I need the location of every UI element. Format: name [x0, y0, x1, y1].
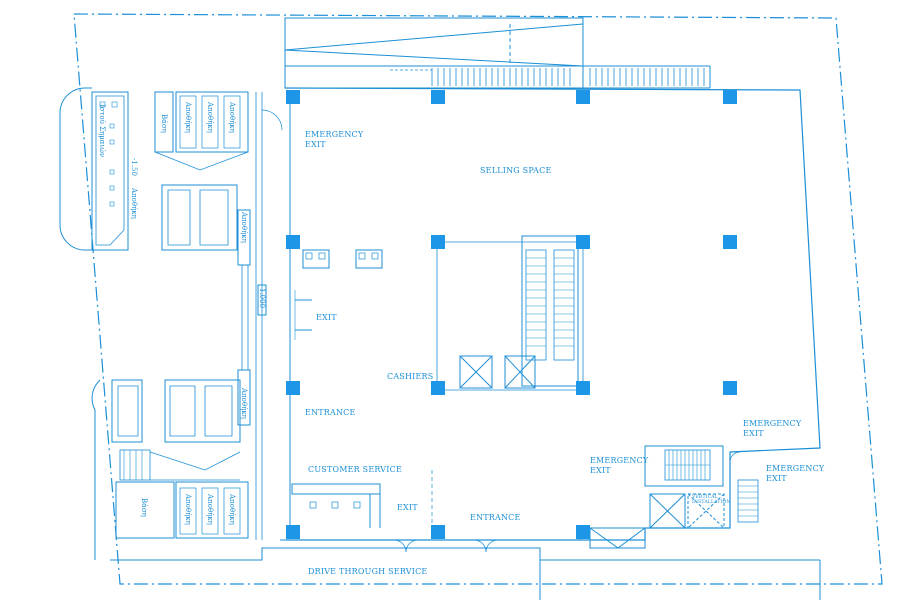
label-ramp-text: Ιστού Σημαιών [98, 104, 106, 158]
label-storage-1: Αποθήκη [184, 102, 192, 133]
label-storage-6: Αποθήκη [228, 494, 236, 525]
label-emergency-exit-right2: EMERGENCY EXIT [766, 464, 824, 484]
top-stairs [390, 68, 705, 86]
label-vertical-installation: VERTICAL INSTALLATION [692, 495, 731, 505]
label-entrance-bottom: ENTRANCE [470, 513, 521, 522]
label-storage-3: Αποθήκη [228, 102, 236, 133]
label-entrance-left: ENTRANCE [305, 408, 356, 417]
label-exit-bottom: EXIT [397, 503, 418, 512]
label-level: -1.50 [130, 158, 138, 176]
label-emergency-exit-right1: EMERGENCY EXIT [743, 419, 801, 439]
label-wc-bottom: Βάση [140, 498, 148, 517]
structural-column [576, 525, 590, 539]
label-wc-top: Βάση [160, 114, 168, 133]
door-swings [280, 539, 540, 553]
label-emergency-exit-mid-line2: EXIT [590, 466, 611, 475]
top-canopy [284, 17, 584, 89]
label-cashiers: CASHIERS [387, 372, 434, 381]
structural-column [286, 381, 300, 395]
label-storage-5: Αποθήκη [206, 494, 214, 525]
label-right-store-top: Αποθήκη [240, 212, 248, 243]
site-boundary [73, 13, 883, 585]
structural-column [431, 90, 445, 104]
structural-column [576, 90, 590, 104]
structural-column [286, 90, 300, 104]
label-ramp-storage: Αποθήκη [130, 188, 138, 219]
left-annex [59, 87, 283, 560]
road-lines [110, 527, 821, 600]
label-exit-mid: EXIT [316, 313, 337, 322]
center-elevators [459, 355, 536, 389]
escalators [521, 235, 579, 387]
label-selling-space: SELLING SPACE [480, 166, 552, 175]
label-storage-2: Αποθήκη [206, 102, 214, 133]
structural-column [286, 235, 300, 249]
label-emergency-exit-top-line1: EMERGENCY [305, 130, 364, 139]
structural-column [286, 525, 300, 539]
structural-column [431, 381, 445, 395]
structural-column [576, 381, 590, 395]
label-customer-service: CUSTOMER SERVICE [308, 465, 402, 474]
structural-column [431, 525, 445, 539]
structural-column [723, 235, 737, 249]
structural-column [723, 381, 737, 395]
label-emergency-exit-mid: EMERGENCY EXIT [590, 456, 648, 476]
label-vertical-installation-line2: INSTALLATION [692, 500, 731, 505]
label-right-store-bottom: Αποθήκη [240, 388, 248, 419]
label-emergency-exit-right1-line1: EMERGENCY [743, 419, 802, 428]
label-emergency-exit-right2-line2: EXIT [766, 474, 787, 483]
label-emergency-exit-top-line2: EXIT [305, 140, 326, 149]
label-emergency-exit-right2-line1: EMERGENCY [766, 464, 825, 473]
label-drive-through-service: DRIVE THROUGH SERVICE [308, 567, 428, 576]
emergency-stair-block [644, 445, 759, 529]
label-vertical-installation-line1: VERTICAL [692, 495, 718, 500]
label-emergency-exit-right1-line2: EXIT [743, 429, 764, 438]
structural-column [576, 235, 590, 249]
label-storage-4: Αποθήκη [184, 494, 192, 525]
label-emergency-exit-mid-line1: EMERGENCY [590, 456, 649, 465]
structural-column [431, 235, 445, 249]
label-emergency-exit-top: EMERGENCY EXIT [305, 130, 363, 150]
label-dim-box: 1.000 [258, 288, 266, 309]
structural-column [723, 90, 737, 104]
cashier-desks [294, 249, 383, 340]
